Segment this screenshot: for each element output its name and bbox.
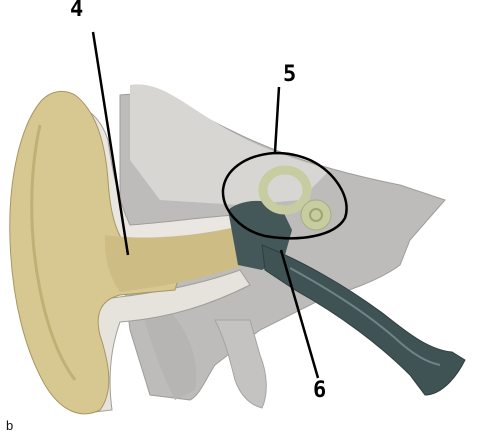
label-6: 6 bbox=[313, 378, 327, 403]
auricle-fold bbox=[30, 124, 77, 381]
cochlea bbox=[300, 199, 332, 231]
lower-soft-tissue bbox=[140, 300, 197, 400]
pointer-line-6 bbox=[279, 249, 320, 379]
label-5: 5 bbox=[283, 62, 297, 87]
bone-upper-lighter bbox=[130, 84, 330, 205]
eustachian-tube bbox=[261, 244, 466, 396]
eustachian-tube-highlight bbox=[289, 267, 441, 366]
pointer-line-4 bbox=[91, 31, 130, 256]
ear-canal-cavity bbox=[104, 225, 258, 292]
cochlea-inner bbox=[309, 208, 323, 222]
jaw-process bbox=[214, 319, 267, 409]
pointer-line-5 bbox=[273, 86, 281, 153]
auricle bbox=[9, 90, 186, 415]
panel-letter: b bbox=[6, 418, 14, 433]
inner-ear-circle-annotation bbox=[221, 151, 348, 240]
label-4: 4 bbox=[70, 0, 84, 22]
semicircular-canals bbox=[258, 165, 312, 215]
